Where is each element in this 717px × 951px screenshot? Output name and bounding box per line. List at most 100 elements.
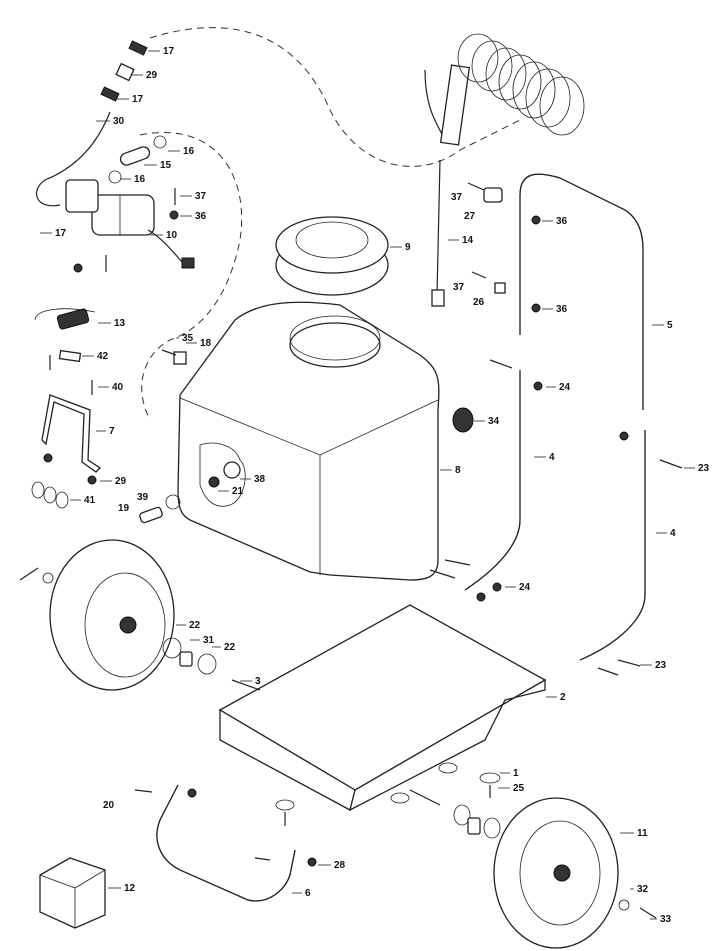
foot-1 [479, 772, 501, 784]
part-number-label: 6 [305, 888, 311, 899]
part-number-label: 29 [115, 476, 127, 487]
washer-22 [162, 637, 182, 659]
part-number-label: 20 [103, 800, 115, 811]
part-number-label: 41 [84, 495, 96, 506]
part-number-label: 18 [200, 338, 212, 349]
foot [438, 762, 458, 774]
part-number-label: 30 [113, 116, 125, 127]
washer-41 [31, 481, 45, 499]
part-number-label: 22 [224, 642, 236, 653]
coiled-hose [457, 33, 585, 136]
part-number-label: 4 [670, 528, 676, 539]
part-number-label: 9 [405, 242, 411, 253]
part-number-label: 38 [254, 474, 266, 485]
part-number-label: 28 [334, 860, 346, 871]
pump-motor [65, 179, 195, 269]
spray-wand [424, 64, 471, 307]
label-42 [58, 349, 82, 363]
part-number-label: 15 [160, 160, 172, 171]
part-number-label: 33 [660, 914, 672, 925]
foot [275, 799, 295, 811]
part-number-label: 21 [232, 486, 244, 497]
part-number-label: 17 [132, 94, 144, 105]
washer [453, 804, 471, 826]
part-number-label: 5 [667, 320, 673, 331]
wheel-left [49, 539, 175, 691]
washer-22 [197, 653, 217, 675]
part-number-label: 10 [166, 230, 178, 241]
hose-15 [119, 146, 151, 166]
nut-24 [492, 582, 502, 592]
screw-37 [471, 271, 487, 279]
part-number-label: 3 [255, 676, 261, 687]
part-number-label: 23 [655, 660, 667, 671]
part-number-label: 16 [183, 146, 195, 157]
part-number-label: 24 [519, 582, 531, 593]
bolt-23 [617, 659, 641, 667]
part-number-label: 42 [97, 351, 109, 362]
part-number-label: 36 [556, 216, 568, 227]
part-number-label: 8 [455, 465, 461, 476]
spacer-31 [179, 651, 193, 667]
spacer [467, 817, 481, 835]
base-plate [218, 604, 547, 812]
nut-36 [531, 215, 541, 225]
switch [34, 308, 96, 330]
nut-29 [87, 475, 97, 485]
part-number-label: 32 [637, 884, 649, 895]
knob [452, 407, 474, 433]
pin-33 [639, 907, 657, 919]
pump-tube [36, 111, 111, 207]
part-number-label: 11 [637, 828, 648, 839]
part-number-label: 37 [195, 191, 207, 202]
washer-41 [43, 486, 57, 504]
fitting-21 [208, 476, 220, 488]
part-number-label: 12 [124, 883, 136, 894]
part-number-label: 2 [560, 692, 566, 703]
part-number-label: 39 [137, 492, 149, 503]
clip-26 [494, 282, 506, 294]
clamp-16 [153, 135, 167, 149]
part-number-label: 14 [462, 235, 474, 246]
part-number-label: 29 [146, 70, 158, 81]
frame-side-right [579, 430, 646, 661]
frame-side-left [464, 370, 521, 591]
fitting-38 [223, 461, 241, 479]
part-number-label: 37 [451, 192, 463, 203]
part-number-label: 1 [513, 768, 519, 779]
part-number-label: 27 [464, 211, 476, 222]
part-number-label: 25 [513, 783, 525, 794]
bolt-20 [134, 789, 153, 793]
fittings-top [100, 40, 148, 102]
nut [619, 431, 629, 441]
part-number-label: 22 [189, 620, 201, 631]
nut [43, 453, 53, 463]
part-number-label: 26 [473, 297, 485, 308]
nut-28 [307, 857, 317, 867]
bolt [429, 569, 456, 579]
bolt [254, 857, 271, 861]
part-number-label: 19 [118, 503, 130, 514]
part-number-label: 31 [203, 635, 215, 646]
clamp-16 [108, 170, 122, 184]
nut [73, 263, 83, 273]
part-labels: 1729173016151637361017134240729419143727… [55, 46, 710, 925]
frame-front [156, 784, 296, 902]
part-number-label: 37 [453, 282, 465, 293]
screw-35 [161, 349, 177, 356]
foot [390, 792, 410, 804]
part-number-label: 40 [112, 382, 124, 393]
leader-lines [40, 50, 695, 920]
bolt [597, 667, 619, 676]
nut [187, 788, 197, 798]
part-number-label: 4 [549, 452, 555, 463]
tank [177, 301, 440, 581]
axle [231, 679, 261, 691]
washer-32 [618, 899, 630, 911]
part-number-label: 35 [182, 333, 194, 344]
part-number-label: 23 [698, 463, 710, 474]
axle [409, 789, 441, 806]
part-number-label: 13 [114, 318, 126, 329]
part-number-label: 34 [488, 416, 500, 427]
